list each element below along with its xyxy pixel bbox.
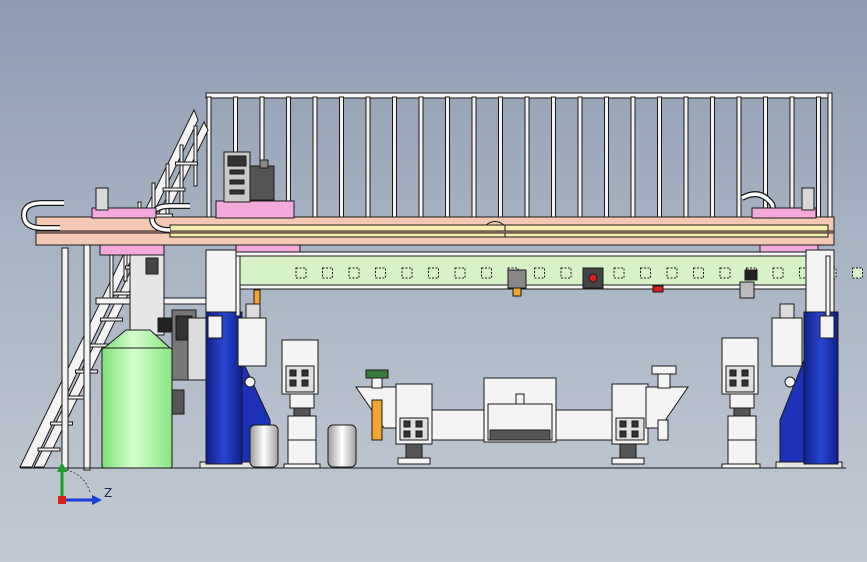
rail-post — [312, 96, 318, 218]
green-gas-tank — [101, 329, 173, 469]
right-roller-station — [721, 337, 761, 469]
crossbeam-slot — [719, 267, 731, 279]
stair-baluster — [179, 144, 184, 206]
crossbeam-slot — [375, 267, 386, 279]
z-axis-label: Z — [104, 486, 112, 500]
stair-baluster — [193, 125, 198, 187]
crossbeam-slot — [693, 267, 704, 279]
crossbeam-slot — [560, 267, 572, 279]
rail-post — [286, 96, 291, 218]
rail-post — [471, 96, 477, 218]
crossbeam-slot — [348, 267, 360, 279]
crossbeam-slot — [640, 267, 651, 279]
rail-post — [657, 96, 662, 218]
crossbeam-slot — [613, 267, 625, 279]
rail-post — [577, 96, 583, 218]
left-roller-station — [281, 339, 321, 469]
crossbeam-slot — [852, 267, 863, 279]
rail-post — [683, 96, 689, 218]
drive-motor — [223, 151, 275, 203]
crossbeam-slot — [772, 267, 784, 279]
stair-tread — [175, 161, 198, 166]
rail-post — [365, 96, 371, 218]
rail-post — [498, 96, 503, 218]
crossbeam-slot — [322, 267, 333, 279]
left-head-assembly — [95, 254, 211, 415]
green-crossbeam — [235, 251, 863, 290]
stair-tread — [37, 447, 61, 452]
support-rods — [235, 255, 831, 317]
crossbeam-slot — [401, 267, 413, 279]
top-guard-railing — [205, 92, 833, 218]
beam-pink-pads — [91, 200, 817, 219]
stair-tread — [100, 317, 123, 322]
rail-post — [206, 96, 212, 218]
crossbeam-slot — [534, 267, 545, 279]
rail-post — [392, 96, 397, 218]
crossbeam-slot — [295, 267, 307, 279]
rail-post — [339, 96, 344, 218]
rail-post — [630, 96, 636, 218]
rail-post — [816, 96, 821, 218]
main-upper-beam — [35, 216, 835, 256]
coordinate-triad-icon: Z — [57, 462, 112, 505]
crossbeam-slot — [481, 267, 492, 279]
rail-post — [789, 96, 795, 218]
crossbeam-slot — [428, 267, 439, 279]
right-blue-column — [771, 249, 843, 469]
center-fixture — [355, 365, 689, 465]
rail-post — [604, 96, 609, 218]
stair-tread — [162, 187, 186, 192]
crossbeam-slot — [454, 267, 466, 279]
crossbeam-slot — [666, 267, 678, 279]
rail-post — [418, 96, 424, 218]
rail-post — [445, 96, 450, 218]
rail-post — [736, 96, 742, 218]
rail-post — [827, 92, 833, 218]
rail-post — [524, 96, 530, 218]
crossbeam-clamps — [507, 267, 758, 299]
roller-wheels — [249, 424, 357, 468]
rail-post — [710, 96, 715, 218]
beam-end-posts — [95, 187, 815, 211]
rail-post — [551, 96, 556, 218]
